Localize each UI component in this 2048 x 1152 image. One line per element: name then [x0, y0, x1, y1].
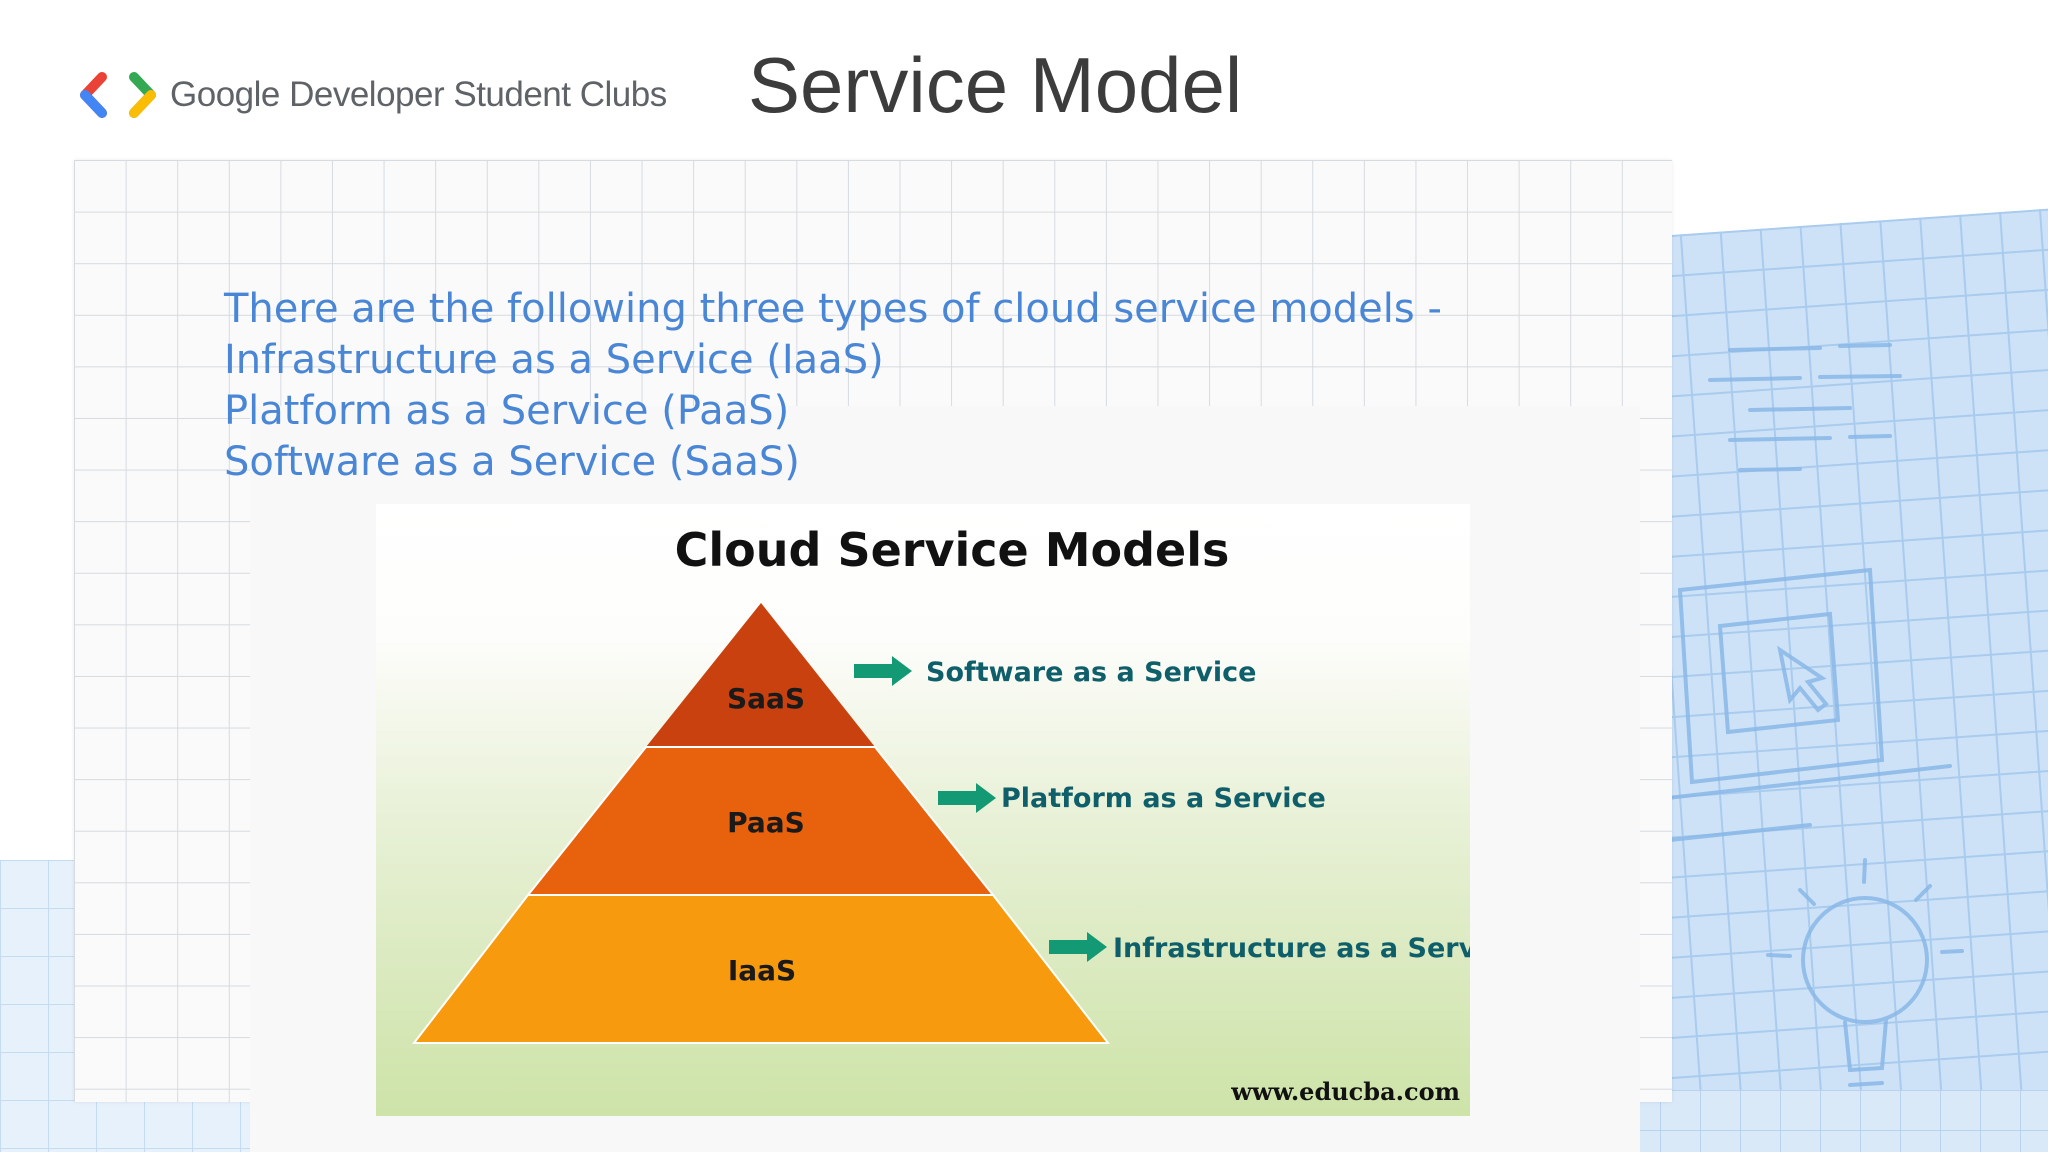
arrow-right-icon [1049, 932, 1107, 962]
pyramid-diagram-svg: Cloud Service Models SaaS PaaS IaaS [376, 504, 1470, 1116]
layer-label-iaas: IaaS [728, 954, 796, 987]
layer-label-saas: SaaS [727, 682, 805, 715]
pyramid-layer-saas [646, 603, 875, 747]
intro-text: There are the following three types of c… [224, 284, 1442, 488]
layer-description-paas: Platform as a Service [1001, 783, 1326, 814]
intro-line: There are the following three types of c… [224, 286, 1442, 332]
intro-line: Platform as a Service (PaaS) [224, 388, 790, 434]
gdsc-logo-text: Google Developer Student Clubs [170, 75, 667, 114]
intro-line: Software as a Service (SaaS) [224, 439, 800, 485]
page-title: Service Model [748, 41, 1243, 129]
gdsc-logo: Google Developer Student Clubs [80, 72, 667, 118]
decorative-sketch-illustration [1650, 343, 1964, 1087]
arrow-right-icon [938, 783, 996, 813]
arrow-right-icon [854, 656, 912, 686]
layer-description-saas: Software as a Service [926, 657, 1256, 688]
layer-description-iaas: Infrastructure as a Service [1113, 933, 1470, 964]
layer-label-paas: PaaS [727, 806, 805, 839]
diagram-title: Cloud Service Models [675, 523, 1230, 577]
diagram-source-url: www.educba.com [1230, 1077, 1460, 1106]
intro-line: Infrastructure as a Service (IaaS) [224, 337, 884, 383]
gdsc-brackets-icon [80, 72, 156, 118]
pyramid-layer-iaas [411, 894, 1111, 1044]
cloud-service-models-diagram: Cloud Service Models SaaS PaaS IaaS [376, 504, 1470, 1116]
